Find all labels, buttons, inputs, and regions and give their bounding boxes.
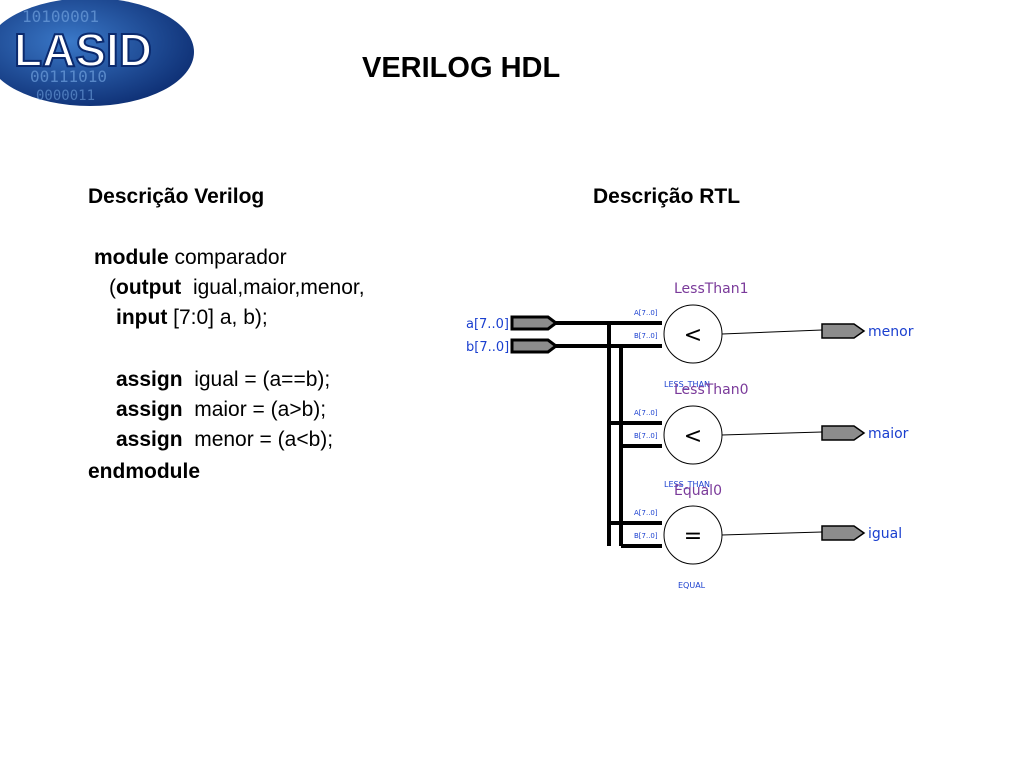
block-type: LESS_THAN xyxy=(664,480,710,489)
output-label-maior: maior xyxy=(868,426,909,442)
port-b-label: B[7..0] xyxy=(634,532,658,540)
keyword: output xyxy=(116,276,182,299)
block-name: LessThan1 xyxy=(674,281,749,297)
comparator-equal0: Equal0 A[7..0] B[7..0] = EQUAL igual xyxy=(634,483,902,590)
code-text: igual,maior,menor, xyxy=(181,276,365,299)
port-a-label: A[7..0] xyxy=(634,309,658,317)
code-text: maior = (a>b); xyxy=(182,398,327,421)
block-symbol: < xyxy=(684,424,702,449)
keyword: endmodule xyxy=(88,460,201,483)
keyword: assign xyxy=(116,368,183,391)
logo-bits-2: 00111010 xyxy=(30,67,107,86)
code-line-output: (output igual,maior,menor, xyxy=(109,273,365,303)
input-label-a: a[7..0] xyxy=(466,317,509,332)
code-line-assign-igual: assign igual = (a==b); xyxy=(116,365,330,395)
input-label-b: b[7..0] xyxy=(466,340,509,355)
port-a-label: A[7..0] xyxy=(634,509,658,517)
code-line-endmodule: endmodule xyxy=(88,457,200,487)
lasid-logo: 10100001 00111010 0000011 LASID xyxy=(0,0,194,106)
logo-text: LASID xyxy=(14,24,152,76)
keyword: assign xyxy=(116,398,183,421)
port-b-label: B[7..0] xyxy=(634,432,658,440)
code-text: igual = (a==b); xyxy=(182,368,331,391)
port-b-label: B[7..0] xyxy=(634,332,658,340)
code-line-assign-menor: assign menor = (a<b); xyxy=(116,425,333,455)
code-text: [7:0] a, b); xyxy=(167,306,268,329)
output-label-menor: menor xyxy=(868,324,914,340)
slide-title: VERILOG HDL xyxy=(362,52,561,84)
block-symbol: = xyxy=(684,524,702,549)
input-pin-b: b[7..0] xyxy=(466,338,559,355)
code-text: menor = (a<b); xyxy=(182,428,334,451)
output-label-igual: igual xyxy=(868,526,902,542)
keyword: module xyxy=(94,246,169,269)
code-line-input: input [7:0] a, b); xyxy=(116,303,268,333)
bus-wires xyxy=(556,321,662,548)
code-line-assign-maior: assign maior = (a>b); xyxy=(116,395,326,425)
code-text: comparador xyxy=(168,246,287,269)
verilog-heading: Descrição Verilog xyxy=(88,185,265,208)
rtl-heading: Descrição RTL xyxy=(593,185,741,208)
input-pin-a: a[7..0] xyxy=(466,315,559,332)
block-symbol: < xyxy=(684,323,702,348)
comparator-lessthan0: LessThan0 A[7..0] B[7..0] < LESS_THAN ma… xyxy=(634,382,909,489)
block-name: LessThan0 xyxy=(674,382,749,398)
keyword: assign xyxy=(116,428,183,451)
code-text: ( xyxy=(109,276,116,299)
logo-bits-3: 0000011 xyxy=(36,88,95,104)
block-name: Equal0 xyxy=(674,483,722,499)
port-a-label: A[7..0] xyxy=(634,409,658,417)
comparator-lessthan1: LessThan1 A[7..0] B[7..0] < LESS_THAN me… xyxy=(634,281,914,389)
block-type: LESS_THAN xyxy=(664,380,710,389)
logo-bits-1: 10100001 xyxy=(22,7,99,26)
code-line-module: module comparador xyxy=(94,243,287,273)
rtl-diagram: a[7..0] b[7..0] LessThan1 A[7..0] B[7..0… xyxy=(466,281,914,590)
block-type: EQUAL xyxy=(678,581,706,590)
keyword: input xyxy=(116,306,168,329)
